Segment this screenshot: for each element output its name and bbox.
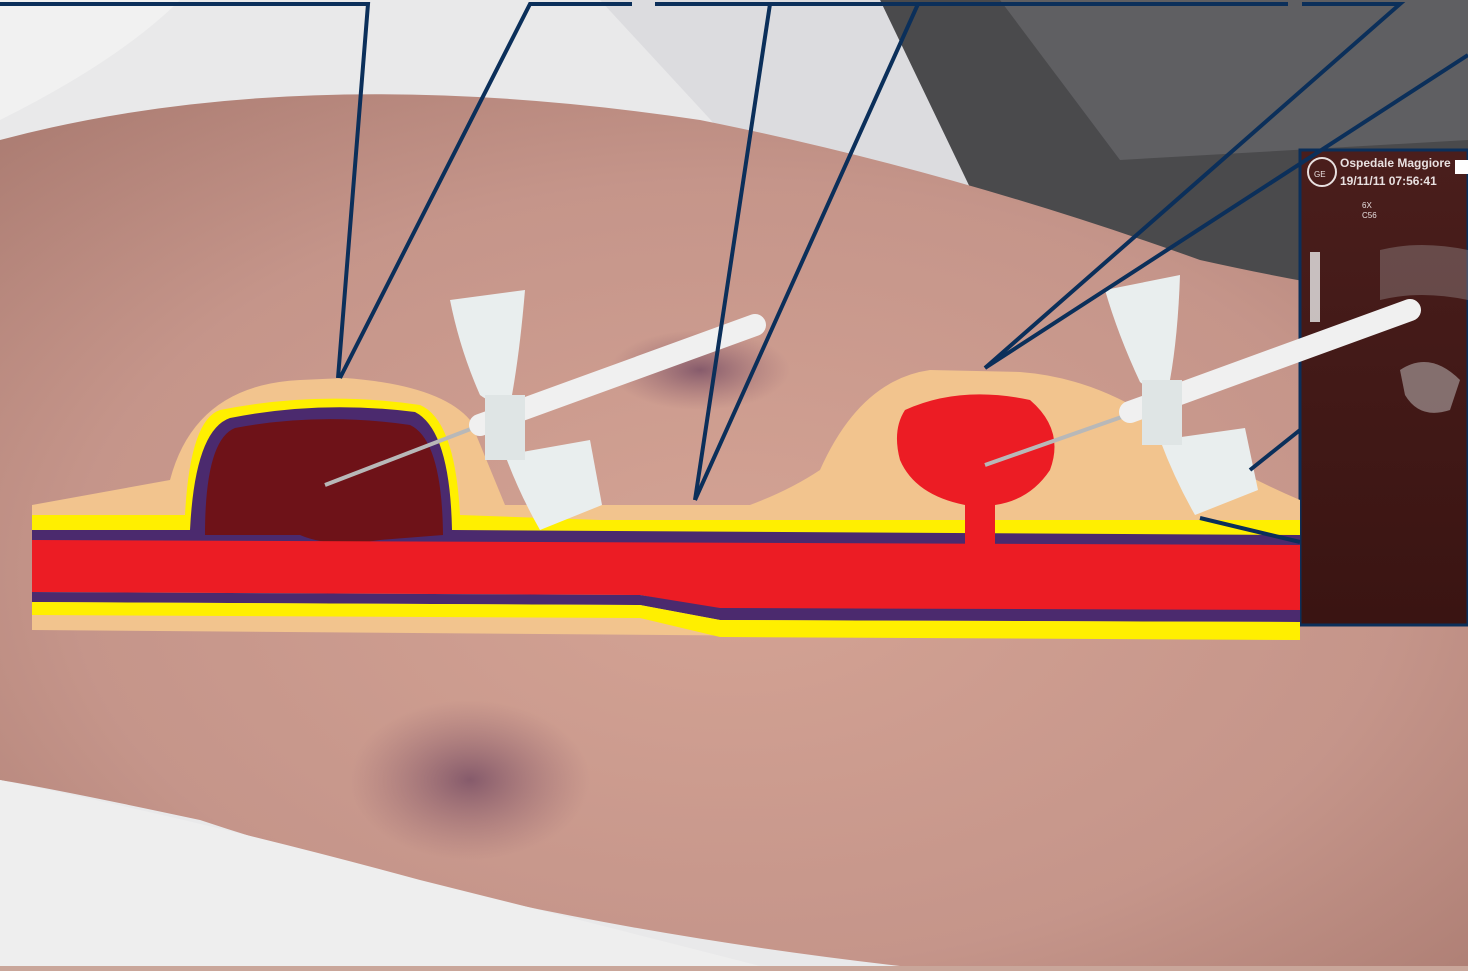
ge-logo-text: GE: [1314, 170, 1326, 179]
hematoma: [205, 419, 443, 543]
ultrasound-inset: GE Ospedale Maggiore 19/11/11 07:56:41 6…: [1300, 150, 1468, 625]
corner-marker: [1455, 160, 1468, 174]
ultrasound-setting-2: C56: [1362, 211, 1377, 220]
grayscale-bar: [1310, 252, 1320, 322]
ultrasound-hospital: Ospedale Maggiore: [1340, 156, 1451, 170]
ultrasound-timestamp: 19/11/11 07:56:41: [1340, 174, 1437, 188]
ultrasound-setting-1: 6X: [1362, 201, 1372, 210]
